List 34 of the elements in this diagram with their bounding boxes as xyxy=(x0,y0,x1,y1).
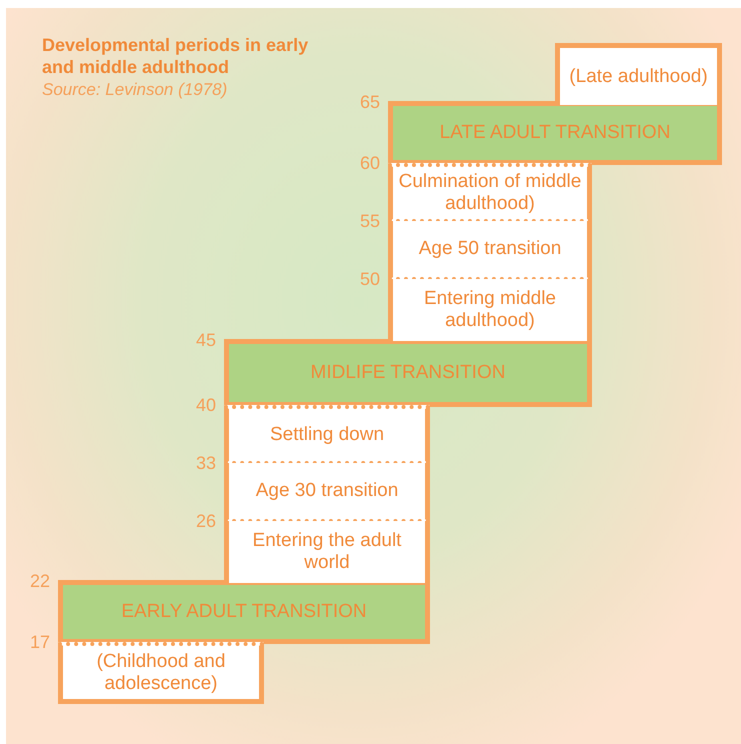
period-box xyxy=(388,221,592,281)
period-label: (Childhood and adolescence) xyxy=(96,650,226,694)
source-note: Source: Levinson (1978) xyxy=(42,80,228,100)
period-box xyxy=(388,279,592,341)
period-box xyxy=(555,43,722,105)
period-label: Entering middle adulthood) xyxy=(422,288,558,332)
band-label: EARLY ADULT TRANSITION xyxy=(121,601,367,623)
band-label: LATE ADULT TRANSITION xyxy=(440,122,670,144)
period-label: Age 30 transition xyxy=(256,480,398,502)
transition-band xyxy=(58,580,430,644)
transition-band xyxy=(388,101,722,165)
period-label: Entering the adult world xyxy=(252,530,402,574)
age-tick: 65 xyxy=(360,92,380,113)
period-box xyxy=(224,405,430,465)
age-tick: 60 xyxy=(360,153,380,174)
period-box xyxy=(388,163,592,223)
diagram-title: Developmental periods in early and middle adulthood xyxy=(42,34,310,78)
age-tick: 26 xyxy=(196,511,216,532)
age-tick: 17 xyxy=(30,632,50,653)
period-label: (Late adulthood) xyxy=(569,66,708,88)
period-label: Culmination of middle adulthood) xyxy=(398,171,582,215)
age-tick: 50 xyxy=(360,269,380,290)
age-tick: 40 xyxy=(196,395,216,416)
period-box xyxy=(58,642,264,704)
band-label: MIDLIFE TRANSITION xyxy=(310,362,506,384)
period-label: Age 50 transition xyxy=(418,238,562,260)
age-tick: 33 xyxy=(196,453,216,474)
age-tick: 22 xyxy=(30,571,50,592)
age-tick: 55 xyxy=(360,211,380,232)
age-tick: 45 xyxy=(196,330,216,351)
period-box xyxy=(224,521,430,583)
transition-band xyxy=(224,339,592,407)
period-label: Settling down xyxy=(270,424,384,446)
period-box xyxy=(224,463,430,523)
